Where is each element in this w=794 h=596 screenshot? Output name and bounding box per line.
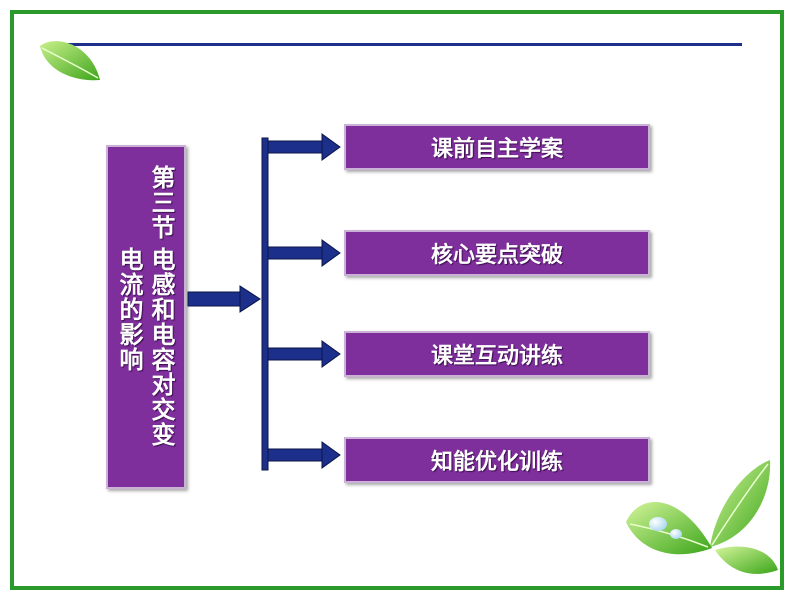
leaves-icon [626, 460, 778, 574]
menu-item-key-points[interactable]: 核心要点突破 [344, 230, 650, 276]
header-line [52, 43, 742, 46]
slide-frame [10, 10, 784, 590]
connector-bar [261, 137, 269, 471]
arrow-icon [267, 441, 341, 469]
menu-item-practice[interactable]: 课堂互动讲练 [344, 331, 650, 377]
section-title-box: 第三节 电感和电容对交变 电流的影响 [106, 145, 186, 489]
arrow-icon [267, 239, 341, 267]
section-title-line1: 第三节 [147, 165, 175, 240]
leaf-icon [40, 41, 100, 81]
arrow-icon [267, 340, 341, 368]
arrow-icon [187, 285, 261, 313]
section-title-line3: 电流的影响 [115, 247, 143, 372]
arrow-icon [267, 133, 341, 161]
menu-item-training[interactable]: 知能优化训练 [344, 437, 650, 483]
flow-diagram [187, 133, 341, 471]
section-title-line2: 电感和电容对交变 [147, 247, 175, 447]
menu-item-preview[interactable]: 课前自主学案 [344, 124, 650, 170]
